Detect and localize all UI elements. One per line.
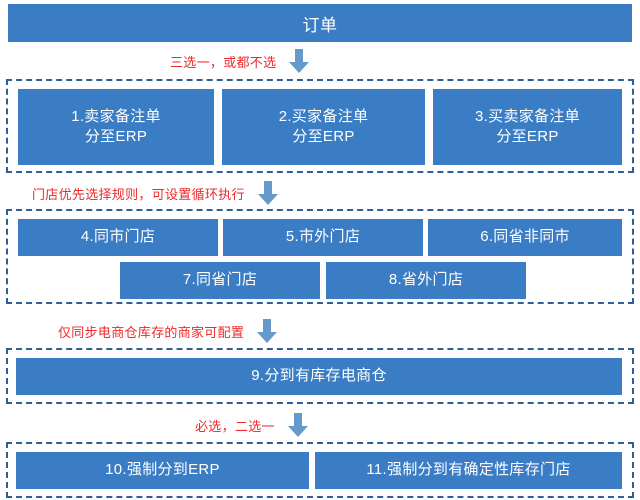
node-3-line-1: 3.买卖家备注单 <box>475 107 580 125</box>
arrow-down-icon <box>255 180 281 206</box>
node-1-line-1: 1.卖家备注单 <box>71 107 161 125</box>
group-1-remark-rules: 1.卖家备注单 分至ERP 2.买家备注单 分至ERP 3.买卖家备注单 分至E… <box>6 79 634 173</box>
annotation-row-1: 三选一，或都不选 <box>170 48 312 74</box>
node-9-label: 9.分到有库存电商仓 <box>251 367 387 385</box>
node-11-label: 11.强制分到有确定性库存门店 <box>366 461 571 479</box>
node-9-assign-to-stocked-ecommerce-warehouse[interactable]: 9.分到有库存电商仓 <box>16 358 622 395</box>
node-2-buyer-remark-to-erp[interactable]: 2.买家备注单 分至ERP <box>222 89 425 165</box>
node-10-force-assign-to-erp[interactable]: 10.强制分到ERP <box>16 452 309 489</box>
node-10-label: 10.强制分到ERP <box>105 461 220 479</box>
arrow-down-icon <box>286 48 312 74</box>
annotation-row-4: 必选，二选一 <box>195 412 311 438</box>
node-5-label: 5.市外门店 <box>285 228 361 246</box>
node-11-force-assign-to-certain-stock-store[interactable]: 11.强制分到有确定性库存门店 <box>315 452 622 489</box>
annotation-label-4: 必选，二选一 <box>195 418 275 434</box>
node-4-label: 4.同市门店 <box>80 228 156 246</box>
node-3-line-2: 分至ERP <box>496 128 559 145</box>
node-8-outside-province-store[interactable]: 8.省外门店 <box>326 262 526 299</box>
arrow-down-icon <box>285 412 311 438</box>
node-3-buyer-seller-remark-to-erp[interactable]: 3.买卖家备注单 分至ERP <box>433 89 622 165</box>
node-1-seller-remark-to-erp[interactable]: 1.卖家备注单 分至ERP <box>18 89 214 165</box>
arrow-down-icon <box>254 318 280 344</box>
node-6-same-province-diff-city[interactable]: 6.同省非同市 <box>428 219 622 256</box>
node-2-line-2: 分至ERP <box>292 128 355 145</box>
node-2-line-1: 2.买家备注单 <box>278 107 369 125</box>
node-4-same-city-store[interactable]: 4.同市门店 <box>18 219 218 256</box>
node-6-label: 6.同省非同市 <box>480 228 570 246</box>
flowchart-title-order: 订单 <box>8 4 632 42</box>
annotation-row-2: 门店优先选择规则，可设置循环执行 <box>32 180 281 206</box>
node-8-label: 8.省外门店 <box>388 271 464 289</box>
node-7-label: 7.同省门店 <box>182 271 258 289</box>
annotation-label-1: 三选一，或都不选 <box>170 54 277 70</box>
node-1-line-2: 分至ERP <box>84 128 148 145</box>
node-5-outside-city-store[interactable]: 5.市外门店 <box>223 219 423 256</box>
group-3-ecommerce-warehouse: 9.分到有库存电商仓 <box>6 348 634 404</box>
annotation-label-2: 门店优先选择规则，可设置循环执行 <box>32 186 245 202</box>
group-2-store-priority-rules: 4.同市门店 5.市外门店 6.同省非同市 7.同省门店 8.省外门店 <box>6 209 634 304</box>
node-7-same-province-store[interactable]: 7.同省门店 <box>120 262 320 299</box>
annotation-label-3: 仅同步电商仓库存的商家可配置 <box>58 324 245 340</box>
annotation-row-3: 仅同步电商仓库存的商家可配置 <box>58 318 280 344</box>
group-4-forced-assignment: 10.强制分到ERP 11.强制分到有确定性库存门店 <box>6 442 634 498</box>
